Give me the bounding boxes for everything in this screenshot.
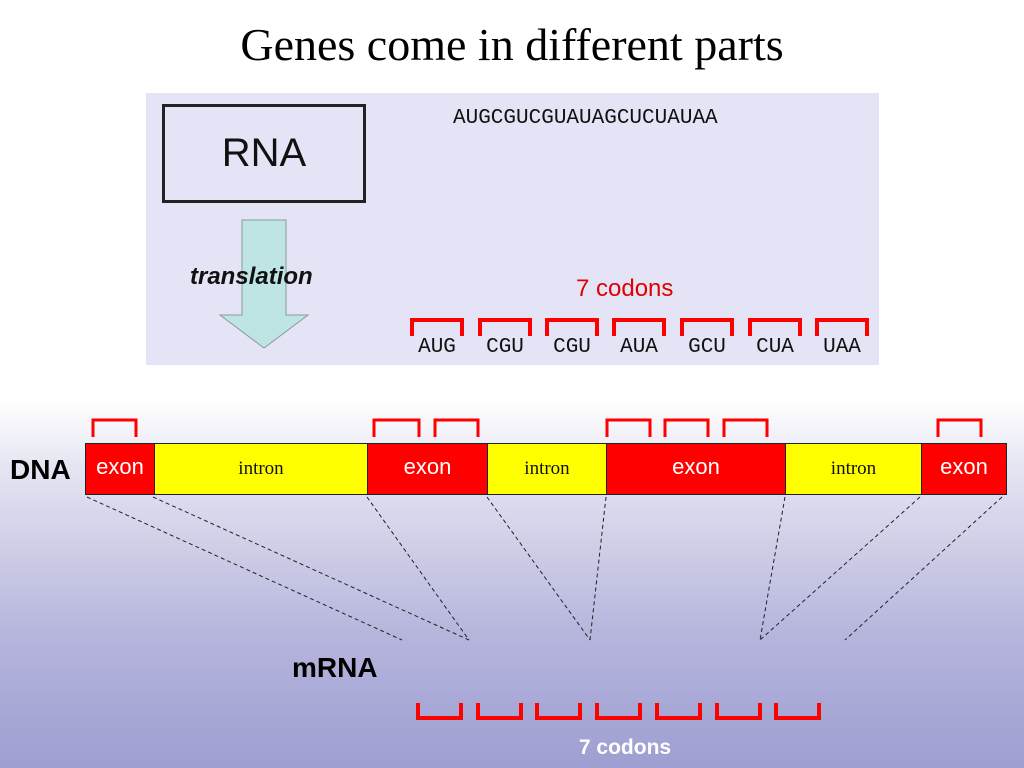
intron-segment: intron: [785, 443, 922, 495]
exon-segment: exon: [606, 443, 786, 495]
codon-label: AUG: [418, 336, 456, 359]
mrna-label: mRNA: [292, 652, 378, 683]
codon-label: CUA: [756, 336, 794, 359]
codon-label: CGU: [553, 336, 591, 359]
mrna-codon-brackets: [416, 703, 821, 720]
codon-bracket: [612, 318, 666, 336]
translation-label: translation: [190, 263, 313, 290]
exon-segment: exon: [921, 443, 1007, 495]
codon-brackets: [410, 318, 869, 336]
codon-bracket: [478, 318, 532, 336]
dna-codon-brackets: [91, 418, 983, 437]
intron-segment: intron: [154, 443, 368, 495]
intron-segment: intron: [487, 443, 607, 495]
rna-box: RNA: [162, 104, 366, 203]
codon-label: GCU: [688, 336, 726, 359]
codon-label: CGU: [486, 336, 524, 359]
rna-sequence: AUGCGUCGUAUAGCUCUAUAA: [453, 107, 718, 130]
down-arrow-icon: [218, 219, 310, 349]
slide-title: Genes come in different parts: [240, 19, 784, 70]
codon-label: UAA: [823, 336, 861, 359]
codons-count-label: 7 codons: [576, 275, 674, 302]
mrna-codons-count-label: 7 codons: [578, 736, 672, 759]
dna-label: DNA: [10, 454, 71, 485]
codon-bracket: [748, 318, 802, 336]
exon-segment: exon: [367, 443, 488, 495]
splice-connector-lines: [86, 496, 1003, 641]
exon-segment: exon: [85, 443, 155, 495]
codon-bracket: [545, 318, 599, 336]
codon-bracket: [410, 318, 464, 336]
codon-bracket: [815, 318, 869, 336]
codon-label: AUA: [620, 336, 658, 359]
codon-bracket: [680, 318, 734, 336]
translation-panel: RNA AUGCGUCGUAUAGCUCUAUAA translation 7 …: [146, 93, 879, 365]
